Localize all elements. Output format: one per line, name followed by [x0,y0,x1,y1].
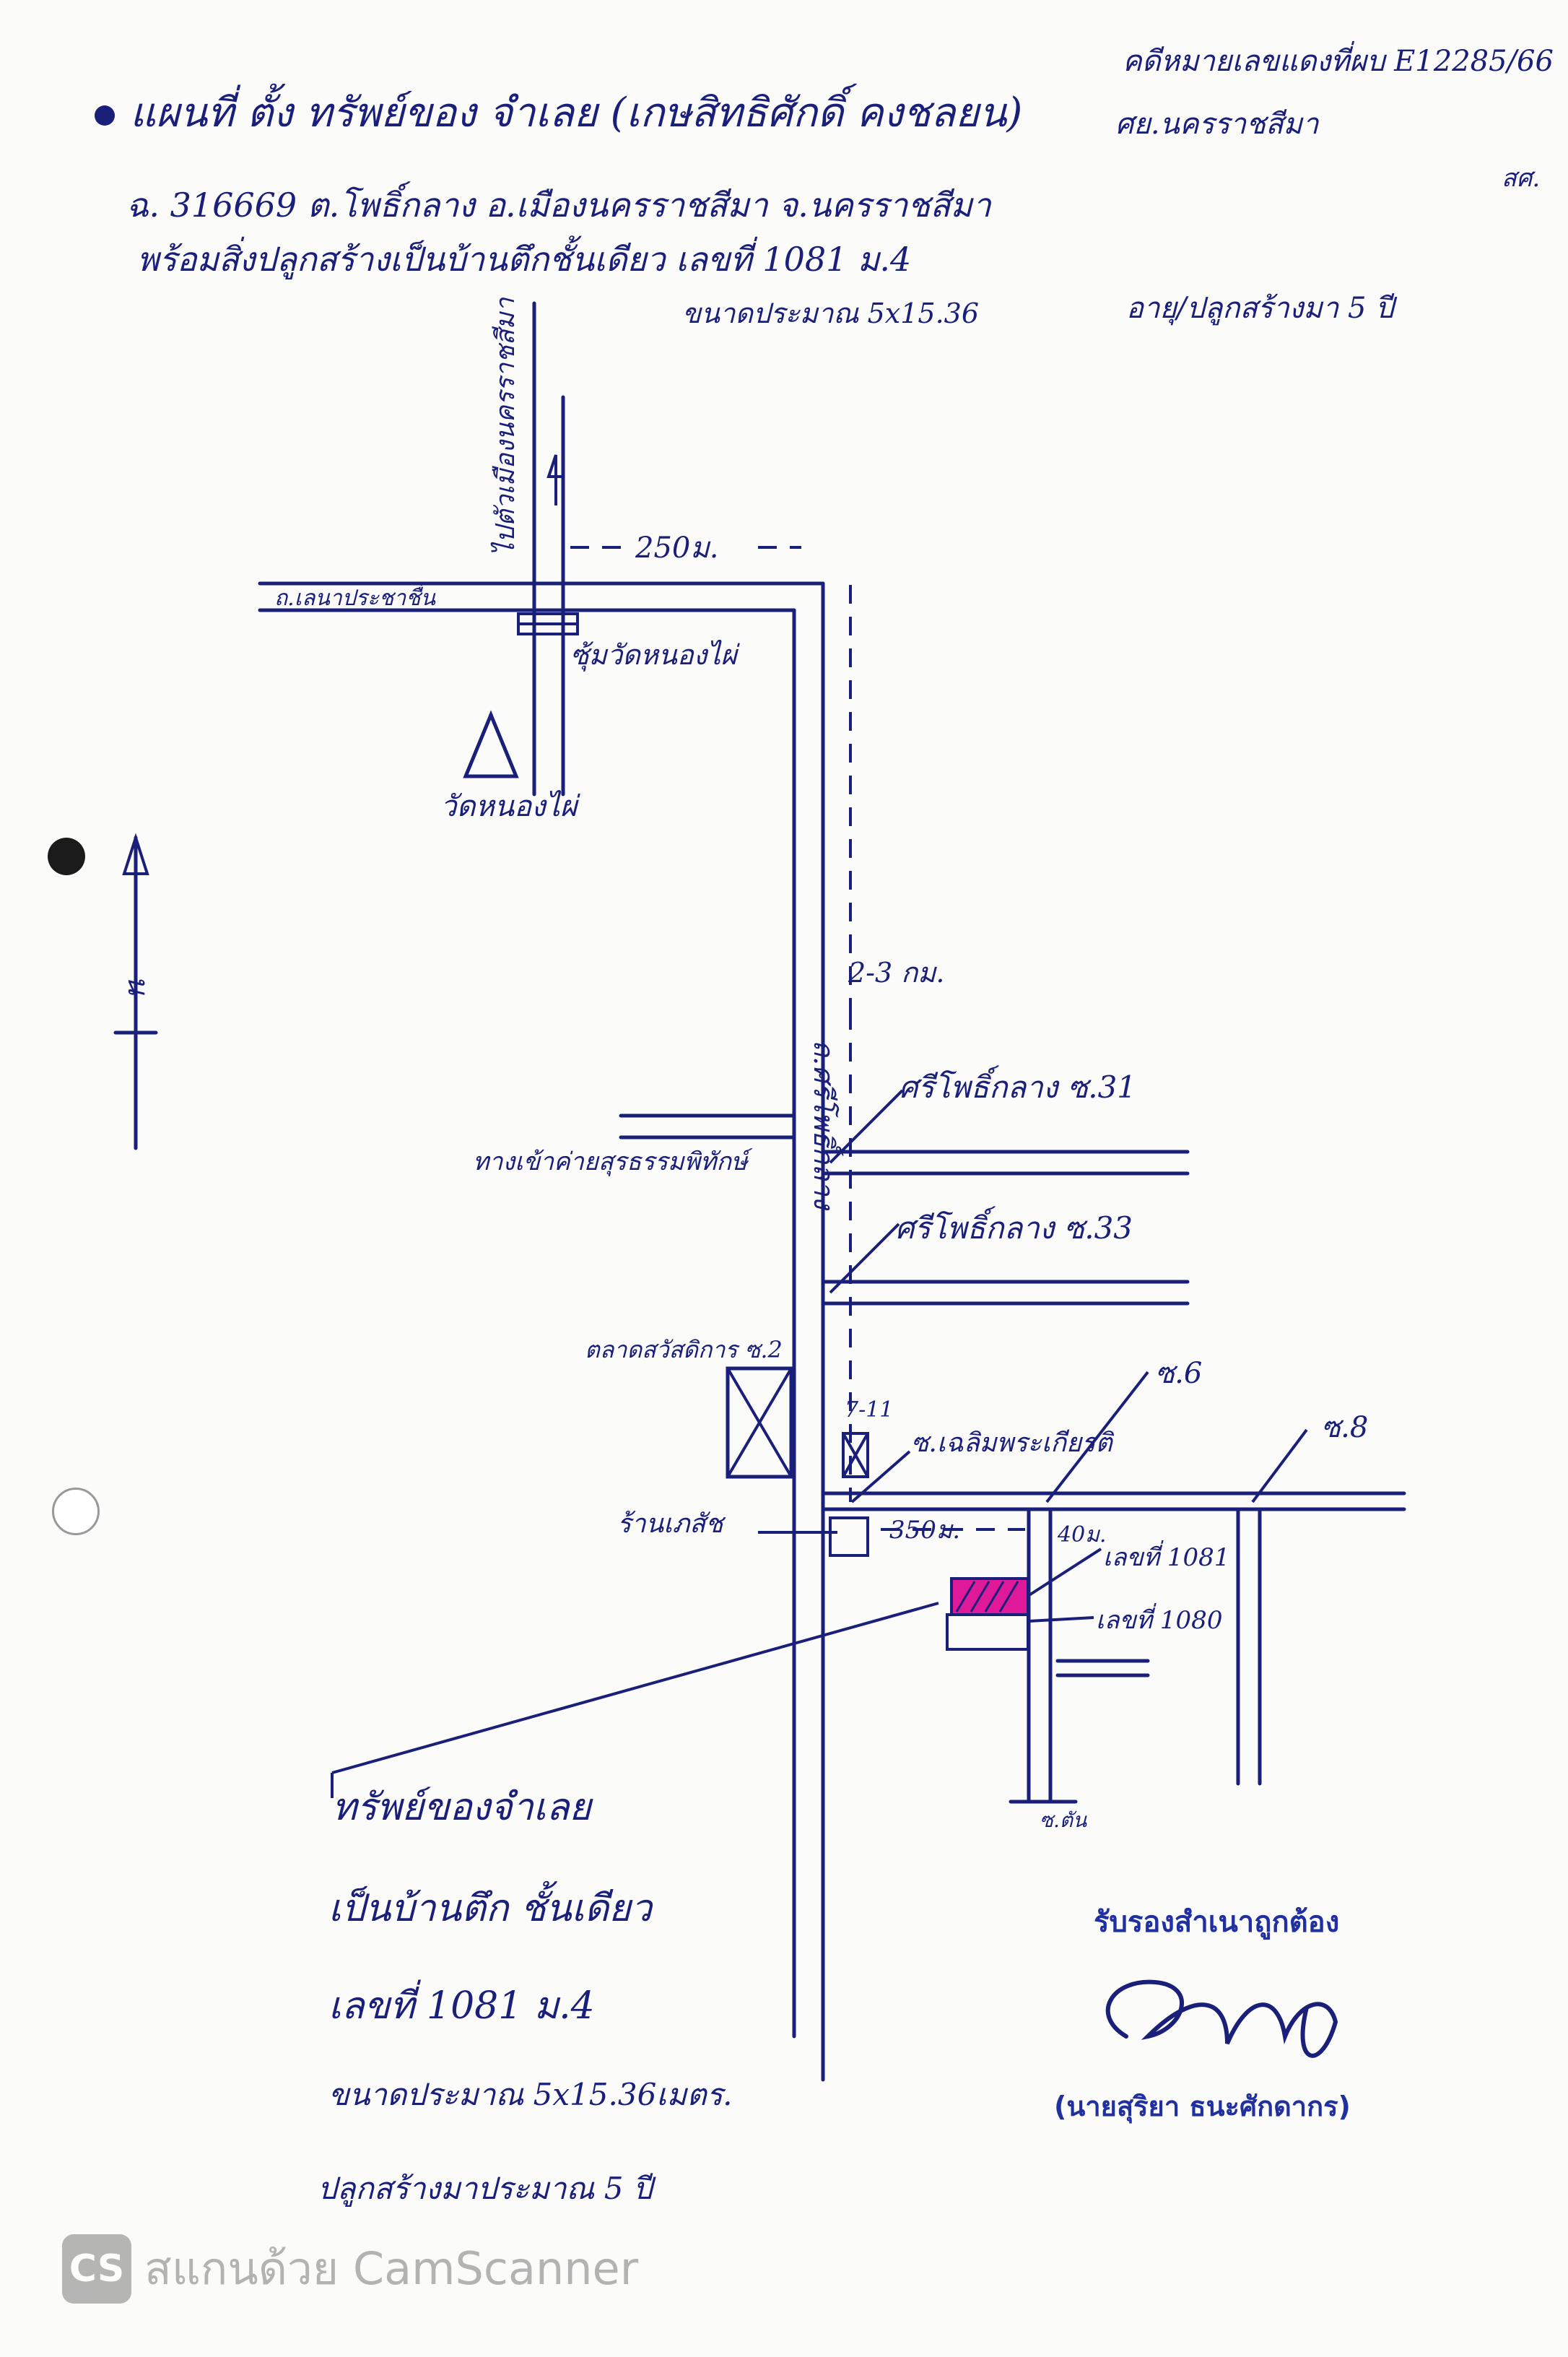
pharmacy-label: ร้านเภสัช [617,1509,726,1539]
soi6-label: ซ.6 [1155,1357,1202,1390]
signature-icon [1105,1979,1338,2058]
market-label: ตลาดสวัสดิการ ซ.2 [585,1336,783,1363]
property-note-line3: เลขที่ 1081 ม.4 [328,1979,595,2028]
distance-2-3km-label: 2-3 กม. [848,957,944,989]
certification-stamp: รับรองสำเนาถูกต้อง [1094,1906,1339,1940]
temple-icon [463,710,519,778]
house-1080-label: เลขที่ 1080 [1096,1603,1222,1635]
pharmacy-icon [829,1516,869,1557]
camscanner-watermark-text: สแกนด้วย CamScanner [144,2242,639,2295]
road-to-city-label: ไปตัวเมืองนครราชสีมา [490,297,521,557]
soi33-label: ศรีโพธิ์กลาง ซ.33 [895,1206,1133,1246]
hatch-line [970,1581,990,1612]
age-line: อายุ/ปลูกสร้างมา 5 ปี [1126,292,1398,326]
size-line: ขนาดประมาณ 5x15.36 [682,298,979,329]
camp-entrance-label: ทางเข้าค่ายสุรธรรมพิทักษ์ [473,1147,753,1176]
hatch-line [998,1581,1019,1612]
property-note-line1: ทรัพย์ของจำเลย [332,1786,593,1829]
camscanner-watermark: CS สแกนด้วย CamScanner [62,2233,638,2305]
north-arrow-icon [122,833,149,875]
deed-line: ฉ. 316669 ต.โพธิ์กลาง อ.เมืองนครราชสีมา … [126,181,993,225]
house-1081-label: เลขที่ 1081 [1103,1540,1229,1572]
building-line: พร้อมสิ่งปลูกสร้างเป็นบ้านตึกชั้นเดียว เ… [137,235,911,279]
property-hatch-icon [955,1581,1019,1612]
punch-hole-bottom [52,1488,100,1535]
property-note-line5: ปลูกสร้างมาประมาณ 5 ปี [318,2171,656,2207]
property-note-pointer [331,1602,939,1774]
hatch-line [955,1581,976,1612]
north-label: น [121,975,154,996]
market-building-icon [726,1366,793,1479]
house-1081-pointer [1027,1548,1102,1597]
soi31-pointer [829,1089,904,1164]
soi31-label: ศรีโพธิ์กลาง ซ.31 [899,1065,1136,1105]
house-1080-pointer [1028,1616,1094,1623]
bullet-icon [95,105,115,126]
property-note-line4: ขนาดประมาณ 5x15.36เมตร. [328,2077,733,2112]
seven-eleven-cross-b [842,1433,869,1477]
soi33-pointer [829,1223,900,1294]
property-note-line2: เป็นบ้านตึก ชั้นเดียว [328,1880,654,1930]
soi8-label: ซ.8 [1321,1411,1368,1444]
map-title: แผนที่ ตั้ง ทรัพย์ของ จำเลย (เกษสิทธิศัก… [130,83,1022,136]
case-reference: คดีหมายเลขแดงที่ผบ E12285/66 [1123,40,1554,78]
seven-eleven-label: 7-11 [845,1397,893,1423]
camscanner-logo-icon: CS [62,2234,131,2304]
dead-end-label: ซ.ตัน [1040,1808,1087,1832]
soi8-pointer [1251,1428,1308,1503]
road-lennaprachatuan-label: ถ.เลนาประชาชื่น [274,583,437,611]
soi-chalerm-pointer [850,1450,911,1503]
initials: สศ. [1502,164,1540,193]
punch-hole-top [48,838,85,875]
distance-40-label: 40ม. [1057,1522,1107,1548]
market-building-cross-b [726,1367,793,1478]
signer-name: (นายสุริยา ธนะศักดากร) [1054,2091,1351,2124]
temple-gate-label: ซุ้มวัดหนองไผ่ [570,639,741,672]
house-1080-outline [946,1613,1029,1651]
temple-label: วัดหนองไผ่ [440,790,580,823]
court-name: ศย.นครราชสีมา [1115,108,1320,141]
road-sripho-label: ถ.ศรีโพธิ์กลาง [808,1040,844,1211]
soi6-pointer [1045,1371,1149,1503]
soi-chalerm-label: ซ.เฉลิมพระเกียรติ [911,1428,1115,1458]
distance-250-label: 250ม. [635,531,718,565]
direction-arrow-icon [546,454,563,505]
hatch-line [984,1581,1005,1612]
seven-eleven-icon [842,1432,869,1478]
